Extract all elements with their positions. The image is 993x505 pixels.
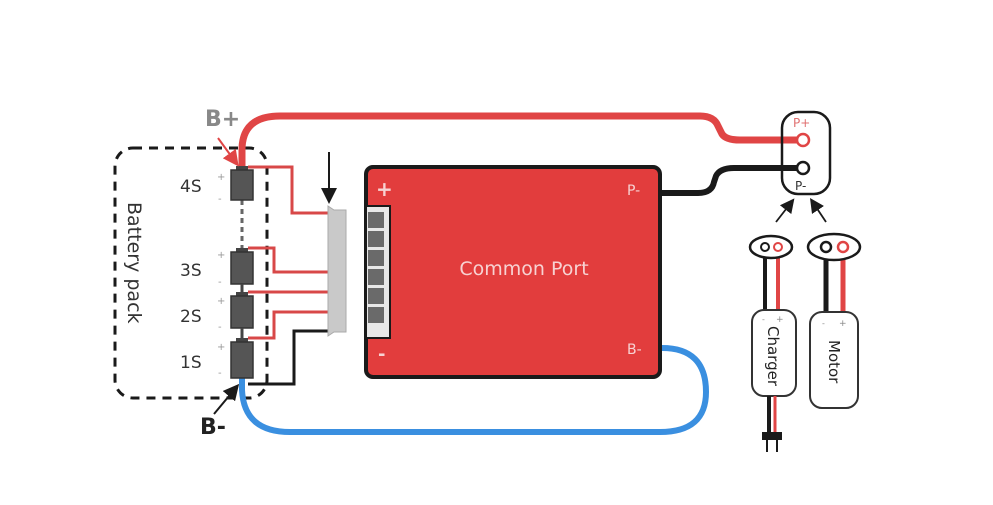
- balance-lead-3s: [248, 246, 330, 274]
- board-plus-label: +: [376, 177, 393, 201]
- charger-minus-label: -: [762, 315, 765, 324]
- charger-label: Charger: [764, 326, 782, 387]
- b-minus-arrow-icon: [213, 383, 240, 415]
- board-b-minus-label: B-: [627, 342, 642, 358]
- cell-2s-minus: -: [218, 322, 222, 333]
- motor-label: Motor: [825, 340, 843, 384]
- motor-minus-label: -: [822, 319, 825, 328]
- cell-label-2s: 2S: [180, 307, 202, 327]
- bms-board: + - Common Port P- B-: [364, 165, 662, 379]
- cell-1s-plus: +: [217, 342, 225, 353]
- output-port: P+ P-: [780, 110, 832, 196]
- motor-connector: [806, 232, 862, 262]
- cell-label-1s: 1S: [180, 353, 202, 373]
- port-p-plus-label: P+: [793, 116, 810, 130]
- cell-4s: [230, 166, 254, 201]
- b-minus-wire: [239, 345, 710, 435]
- port-p-plus-terminal: [795, 132, 811, 148]
- cell-4s-minus: -: [218, 194, 222, 205]
- port-p-minus-terminal: [795, 160, 811, 176]
- balance-lead-4s: [248, 165, 330, 215]
- cell-2s-plus: +: [217, 296, 225, 307]
- motor-device: - + Motor: [806, 232, 862, 409]
- cell-3s-minus: -: [218, 277, 222, 288]
- cell-1s-minus: -: [218, 368, 222, 379]
- balance-connector-plug: [327, 205, 347, 337]
- motor-to-port-arrow-icon: [810, 198, 827, 223]
- board-minus-label: -: [378, 344, 385, 365]
- cell-1s: [230, 338, 254, 379]
- cell-3s-plus: +: [217, 250, 225, 261]
- cell-3s: [230, 248, 254, 285]
- charger-plus-label: +: [776, 315, 784, 325]
- b-plus-arrow-icon: [217, 137, 239, 167]
- cell-4s-plus: +: [217, 172, 225, 183]
- board-p-minus-label: P-: [627, 183, 640, 199]
- b-plus-wire: [238, 112, 804, 174]
- balance-socket-pins: [368, 212, 384, 323]
- p-minus-wire: [660, 165, 800, 196]
- port-p-minus-label: P-: [795, 179, 806, 193]
- balance-lead-1s: [248, 310, 330, 340]
- board-title: Common Port: [459, 258, 588, 280]
- battery-pack-label: Battery pack: [123, 202, 145, 324]
- charger-to-port-arrow-icon: [775, 198, 795, 223]
- plug-icon: [762, 432, 782, 440]
- b-minus-label: B-: [200, 415, 226, 440]
- cell-label-3s: 3S: [180, 261, 202, 281]
- cell-label-4s: 4S: [180, 177, 202, 197]
- motor-plus-label: +: [839, 319, 847, 329]
- b-plus-label: B+: [205, 107, 240, 132]
- charger-device: - + Charger: [748, 234, 797, 452]
- charger-connector: [748, 234, 794, 260]
- cell-2s: [230, 292, 254, 329]
- balance-lead-b-minus: [248, 329, 330, 386]
